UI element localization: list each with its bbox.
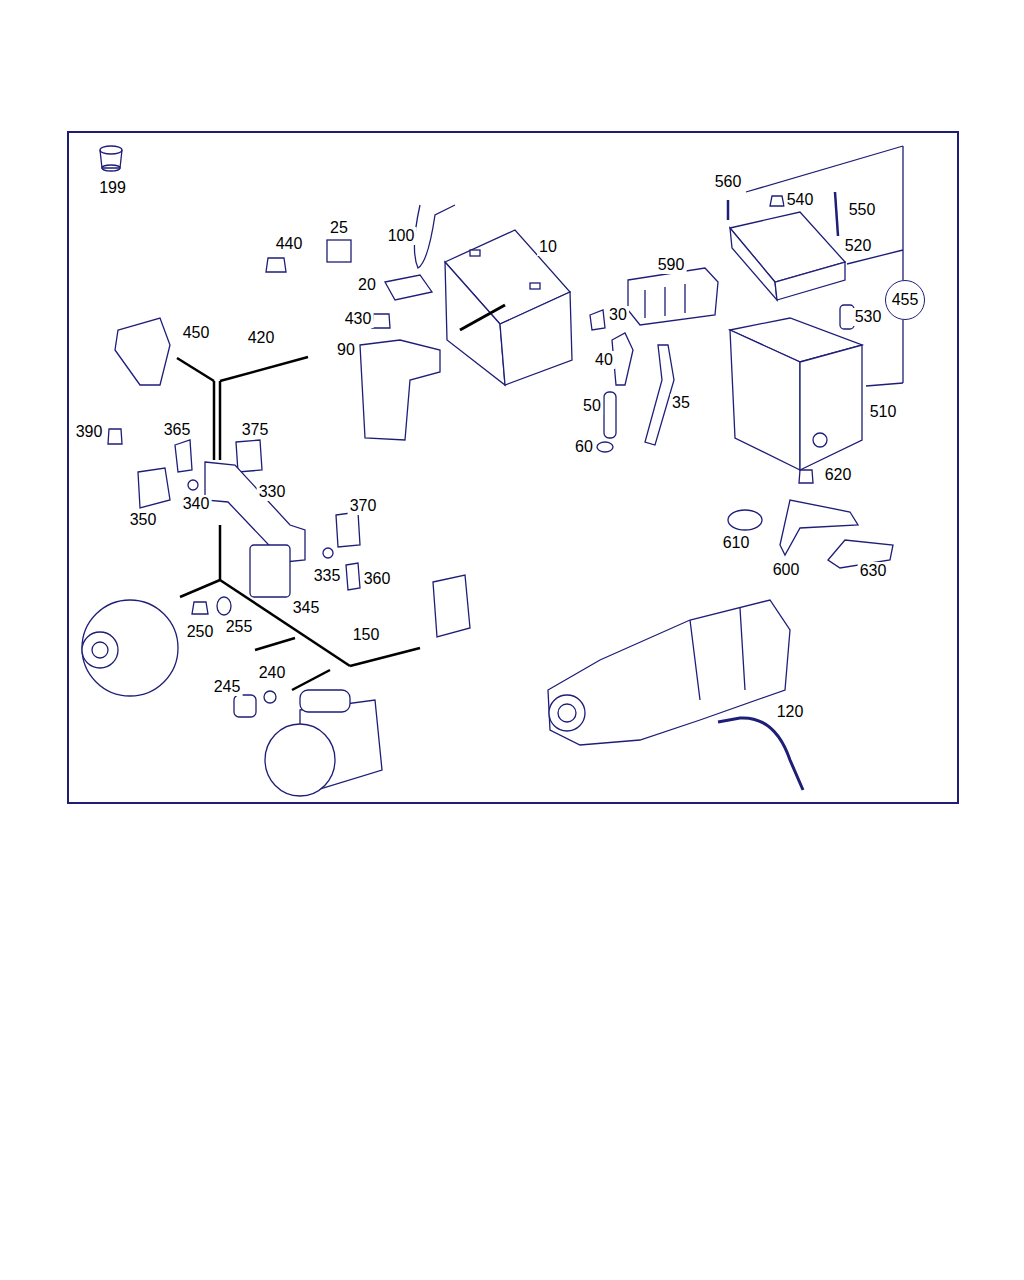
callout-number: 240: [257, 664, 288, 682]
hose: [604, 392, 616, 438]
nut: [188, 480, 198, 490]
callout-number: 540: [785, 191, 816, 209]
callout-number: 520: [843, 237, 874, 255]
nut: [770, 196, 784, 206]
frame: [68, 132, 958, 803]
callout-number: 10: [537, 238, 559, 256]
callout-number: 530: [853, 308, 884, 326]
callout-number: 245: [212, 678, 243, 696]
callout-number: 60: [573, 438, 595, 456]
ground-cable: [718, 718, 803, 790]
callout-number: 430: [343, 310, 374, 328]
callout-number: 450: [181, 324, 212, 342]
callout-number: 440: [274, 235, 305, 253]
control-unit: [730, 212, 845, 300]
engine-transmission: [548, 600, 790, 745]
callout-number: 590: [656, 256, 687, 274]
callout-number: 30: [607, 306, 629, 324]
plate: [385, 275, 432, 300]
terminal: [346, 563, 360, 590]
sensor: [327, 240, 351, 262]
starter: [265, 690, 382, 796]
holder: [138, 468, 170, 508]
callout-number: 50: [581, 397, 603, 415]
clip: [108, 429, 122, 444]
seal-ring: [728, 510, 762, 530]
nut: [192, 602, 208, 614]
callout-number: 199: [99, 179, 126, 197]
nut: [799, 470, 813, 483]
callout-number: 340: [181, 495, 212, 513]
nut: [264, 691, 276, 703]
callout-number: 455: [892, 291, 919, 309]
callout-number: 330: [257, 483, 288, 501]
callout-number: 560: [713, 173, 744, 191]
module: [115, 318, 170, 385]
callout-number: 600: [771, 561, 802, 579]
callout-number: 620: [823, 466, 854, 484]
callout-number: 25: [328, 219, 350, 237]
screw: [323, 548, 333, 558]
callout-number: 610: [721, 534, 752, 552]
battery: [445, 230, 572, 385]
nut: [266, 258, 286, 272]
callout-number: 150: [351, 626, 382, 644]
cover-cap: [234, 695, 256, 717]
connector: [236, 440, 262, 472]
cover-frame: [628, 268, 718, 325]
plug: [590, 310, 605, 330]
nut-icon: [100, 146, 122, 171]
group-circle: 455: [885, 280, 925, 320]
nut: [372, 314, 390, 328]
callout-number: 120: [775, 703, 806, 721]
callout-number: 100: [386, 227, 417, 245]
connector: [175, 440, 192, 472]
cover: [250, 545, 290, 597]
callout-number: 40: [593, 351, 615, 369]
inset-box: 199: [68, 132, 157, 203]
callout-number: 255: [224, 618, 255, 636]
elbow: [612, 333, 633, 385]
callout-number: 335: [312, 567, 343, 585]
callout-number: 630: [858, 562, 889, 580]
callout-number: 365: [162, 421, 193, 439]
battery-cable: [414, 205, 455, 268]
callout-number: 550: [847, 201, 878, 219]
callout-number: 35: [670, 394, 692, 412]
callout-number: 510: [868, 403, 899, 421]
relay: [433, 575, 470, 637]
callout-number: 345: [291, 599, 322, 617]
callout-number: 20: [356, 276, 378, 294]
callout-number: 375: [240, 421, 271, 439]
callout-number: 250: [185, 623, 216, 641]
alternator: [82, 600, 178, 696]
dc-converter: [730, 318, 862, 470]
callout-number: 350: [128, 511, 159, 529]
bolt: [727, 200, 730, 220]
callout-number: 370: [348, 497, 379, 515]
callout-number: 420: [246, 329, 277, 347]
callout-number: 390: [74, 423, 105, 441]
cap: [217, 597, 231, 615]
bolt: [835, 192, 838, 236]
grommet: [597, 442, 613, 452]
connector: [336, 512, 360, 547]
fuse-carrier: [360, 340, 440, 440]
callout-number: 360: [362, 570, 393, 588]
callout-number: 90: [335, 341, 357, 359]
